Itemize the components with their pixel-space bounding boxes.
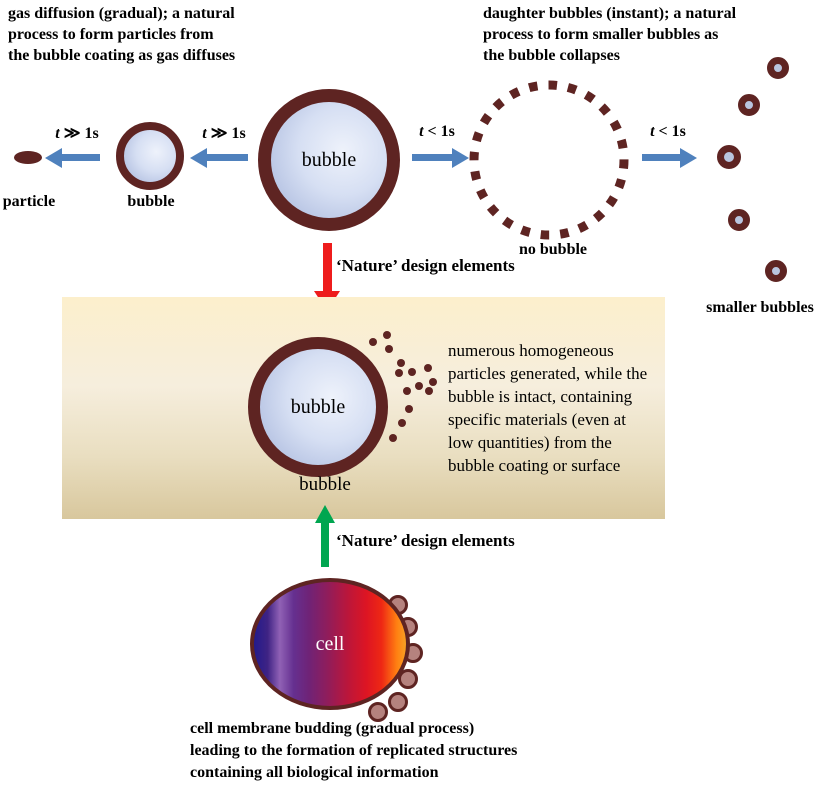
panel-bubble-inner-label: bubble bbox=[290, 395, 346, 418]
smaller-bubble bbox=[738, 94, 760, 116]
small-bubble-label: bubble bbox=[127, 193, 175, 210]
no-bubble-label: no bubble bbox=[518, 241, 588, 258]
time-variable: t bbox=[202, 125, 207, 142]
time-variable: t bbox=[55, 125, 60, 142]
caption-gas-diffusion: gas diffusion (gradual); a natural proce… bbox=[8, 5, 236, 64]
arrow-left-shaft bbox=[62, 154, 100, 161]
panel-bubble-shape: bubble bbox=[248, 337, 388, 477]
smaller-bubble bbox=[767, 57, 789, 79]
time-label-slow-1: t ≫ 1s bbox=[37, 123, 117, 143]
particle-shape bbox=[14, 151, 42, 164]
arrow-left-shaft bbox=[207, 154, 248, 161]
particle-label: particle bbox=[2, 193, 56, 210]
cell-bud bbox=[388, 692, 408, 712]
time-variable: t bbox=[419, 123, 424, 140]
arrow-right-shaft bbox=[642, 154, 680, 161]
arrow-right-shaft bbox=[412, 154, 452, 161]
time-label-slow-2: t ≫ 1s bbox=[184, 123, 264, 143]
cell-label: cell bbox=[315, 632, 345, 655]
large-bubble-inner-label: bubble bbox=[301, 148, 357, 171]
smaller-bubbles-label: smaller bubbles bbox=[706, 299, 814, 316]
arrow-right-icon bbox=[452, 148, 469, 168]
caption-cell-membrane-budding: cell membrane budding (gradual process) … bbox=[190, 720, 518, 781]
time-relation: < 1s bbox=[423, 123, 455, 140]
no-bubble-dashed-circle bbox=[469, 80, 629, 240]
time-relation: ≫ 1s bbox=[59, 125, 99, 142]
red-arrow-shaft bbox=[323, 243, 332, 293]
caption-daughter-bubbles: daughter bubbles (instant); a natural pr… bbox=[483, 5, 737, 64]
arrow-left-icon bbox=[45, 148, 62, 168]
large-bubble-shape: bubble bbox=[258, 89, 400, 231]
smaller-bubble bbox=[765, 260, 787, 282]
green-arrow-shaft bbox=[321, 522, 329, 567]
time-label-fast-1: t < 1s bbox=[397, 123, 477, 141]
panel-paragraph: numerous homogeneous particles generated… bbox=[448, 341, 648, 475]
time-variable: t bbox=[650, 123, 655, 140]
smaller-bubble bbox=[728, 209, 750, 231]
nature-design-elements-label-top: ‘Nature’ design elements bbox=[336, 256, 515, 275]
panel-bubble-caption: bubble bbox=[299, 474, 351, 495]
time-label-fast-2: t < 1s bbox=[628, 123, 708, 141]
arrow-left-icon bbox=[190, 148, 207, 168]
nature-design-elements-label-bottom: ‘Nature’ design elements bbox=[336, 531, 515, 550]
time-relation: < 1s bbox=[654, 123, 686, 140]
arrow-right-icon bbox=[680, 148, 697, 168]
green-arrow-up-icon bbox=[315, 505, 335, 523]
cell-shape: cell bbox=[250, 578, 410, 710]
small-bubble-shape bbox=[116, 122, 184, 190]
time-relation: ≫ 1s bbox=[206, 125, 246, 142]
smaller-bubble bbox=[717, 145, 741, 169]
